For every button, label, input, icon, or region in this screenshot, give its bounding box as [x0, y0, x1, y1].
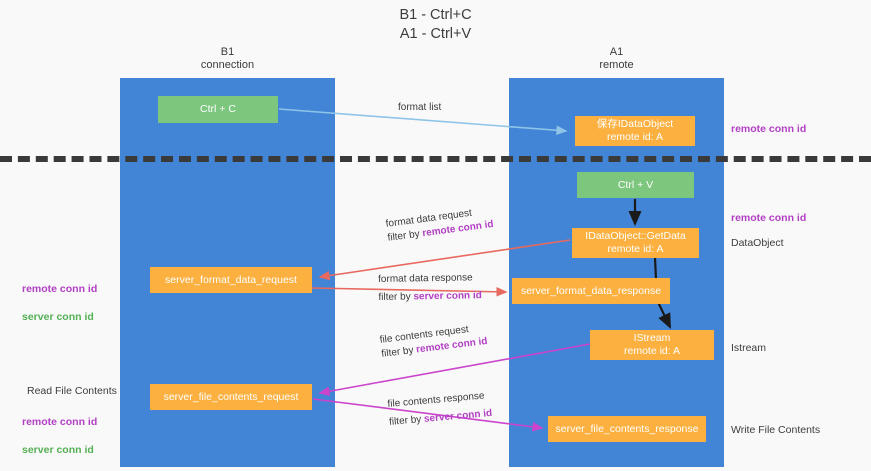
- filter-prefix: filter by: [378, 291, 414, 303]
- annotation-istream: Istream: [731, 342, 767, 354]
- node-server-format-data-response[interactable]: server_format_data_response: [512, 278, 670, 304]
- page-title: B1 - Ctrl+C A1 - Ctrl+V: [399, 7, 472, 42]
- node-istream[interactable]: IStream remote id: A: [590, 330, 714, 360]
- annotation-left-remote-conn-id-1: remote conn id: [22, 283, 98, 295]
- phase-separator-dashed-line: [0, 156, 871, 162]
- edge-label-file-contents-request: file contents request filter by remote c…: [379, 321, 488, 362]
- filter-key-server-conn-id: server conn id: [413, 290, 482, 303]
- filter-prefix: filter by: [386, 228, 424, 244]
- edge-label-format-data-response: format data response filter by server co…: [378, 271, 482, 305]
- edge-label-file-contents-response: file contents response filter by server …: [387, 389, 493, 430]
- filter-prefix: filter by: [388, 413, 425, 428]
- annotation-left-remote-conn-id-2: remote conn id: [22, 416, 98, 428]
- annotation-left-server-conn-id-2: server conn id: [22, 444, 94, 456]
- node-ctrl-c[interactable]: Ctrl + C: [158, 96, 278, 123]
- node-idataobject-getdata[interactable]: IDataObject::GetData remote id: A: [572, 228, 699, 258]
- annotation-write-file-contents: Write File Contents: [731, 424, 821, 436]
- column-header-a1: A1 remote: [599, 46, 634, 71]
- annotation-remote-conn-id-mid: remote conn id: [731, 212, 807, 224]
- filter-prefix: filter by: [380, 344, 417, 360]
- annotation-remote-conn-id-top: remote conn id: [731, 123, 807, 135]
- annotation-read-file-contents: Read File Contents: [27, 385, 117, 397]
- node-server-file-contents-request[interactable]: server_file_contents_request: [150, 384, 312, 410]
- annotation-left-conn-ids-bottom: remote conn id server conn id: [22, 401, 97, 471]
- node-ctrl-v[interactable]: Ctrl + V: [577, 172, 694, 198]
- annotation-left-conn-ids-top: remote conn id server conn id: [22, 268, 97, 338]
- node-server-file-contents-response[interactable]: server_file_contents_response: [548, 416, 706, 442]
- filter-key-server-conn-id: server conn id: [423, 407, 493, 425]
- edge-label-format-data-request: format data request filter by remote con…: [385, 204, 494, 246]
- node-server-format-data-request[interactable]: server_format_data_request: [150, 267, 312, 293]
- column-header-b1: B1 connection: [200, 46, 255, 71]
- edge-label-format-list: format list: [398, 102, 442, 113]
- node-data-object[interactable]: 保存IDataObject remote id: A: [575, 116, 695, 146]
- annotation-left-server-conn-id-1: server conn id: [22, 311, 94, 323]
- edge-label-format-data-response-title: format data response: [378, 272, 473, 285]
- edge-label-format-data-response-filter: filter by server conn id: [378, 289, 482, 305]
- annotation-dataobject: DataObject: [731, 237, 784, 249]
